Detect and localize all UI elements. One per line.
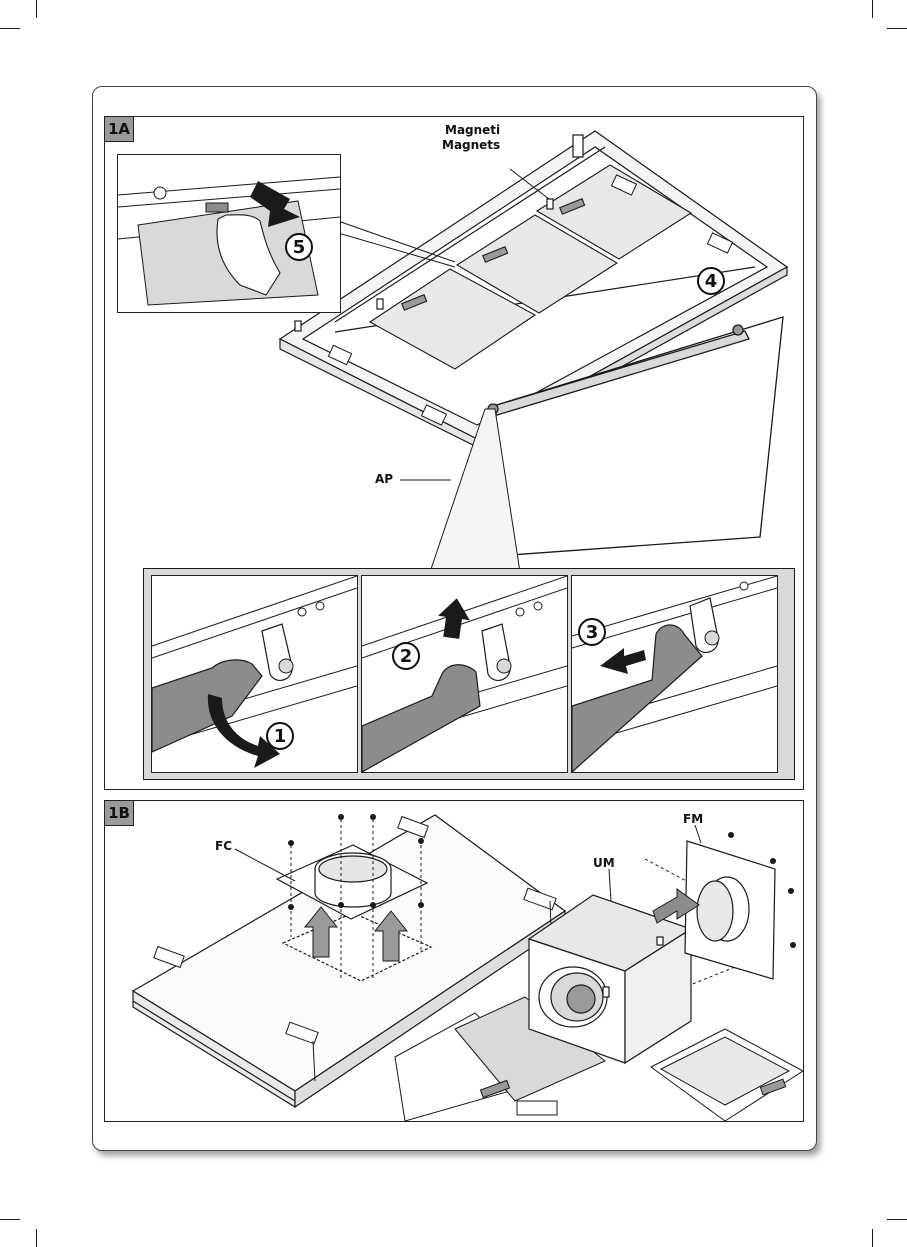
panel-1a: 1A [104,116,804,790]
detail-2-illustration [362,576,567,772]
motor-mounting-illustration [105,801,803,1121]
fc-label: FC [215,839,232,854]
step-2-badge: 2 [392,642,420,670]
um-label: UM [593,856,615,871]
step-4-badge: 4 [697,267,725,295]
detail-3-illustration [572,576,777,772]
crop-mark-tl-h [0,28,20,29]
detail-panel-2: 2 [361,575,568,773]
fm-label: FM [683,812,703,827]
crop-mark-br-h [887,1219,907,1220]
detail-panel-3: 3 [571,575,778,773]
step-1-badge: 1 [266,722,294,750]
crop-mark-bl-h [0,1219,20,1220]
magnets-label-it: Magneti [445,123,500,138]
crop-mark-br-v [872,1229,873,1247]
fm-flange [685,841,775,979]
step-5-badge: 5 [285,233,313,261]
detail-inset-5: 5 [117,154,341,313]
magnets-label-en: Magnets [442,138,500,153]
crop-mark-bl-v [36,1229,37,1247]
step-3-badge: 3 [578,618,606,646]
crop-mark-tr-v [872,0,873,18]
detail-panel-1: 1 [151,575,358,773]
detail-1-illustration [152,576,357,772]
crop-mark-tr-h [887,28,907,29]
panel-1b: 1B [104,800,804,1122]
crop-mark-tl-v [36,0,37,18]
detail-5-illustration [118,155,340,312]
ap-label: AP [375,472,393,487]
